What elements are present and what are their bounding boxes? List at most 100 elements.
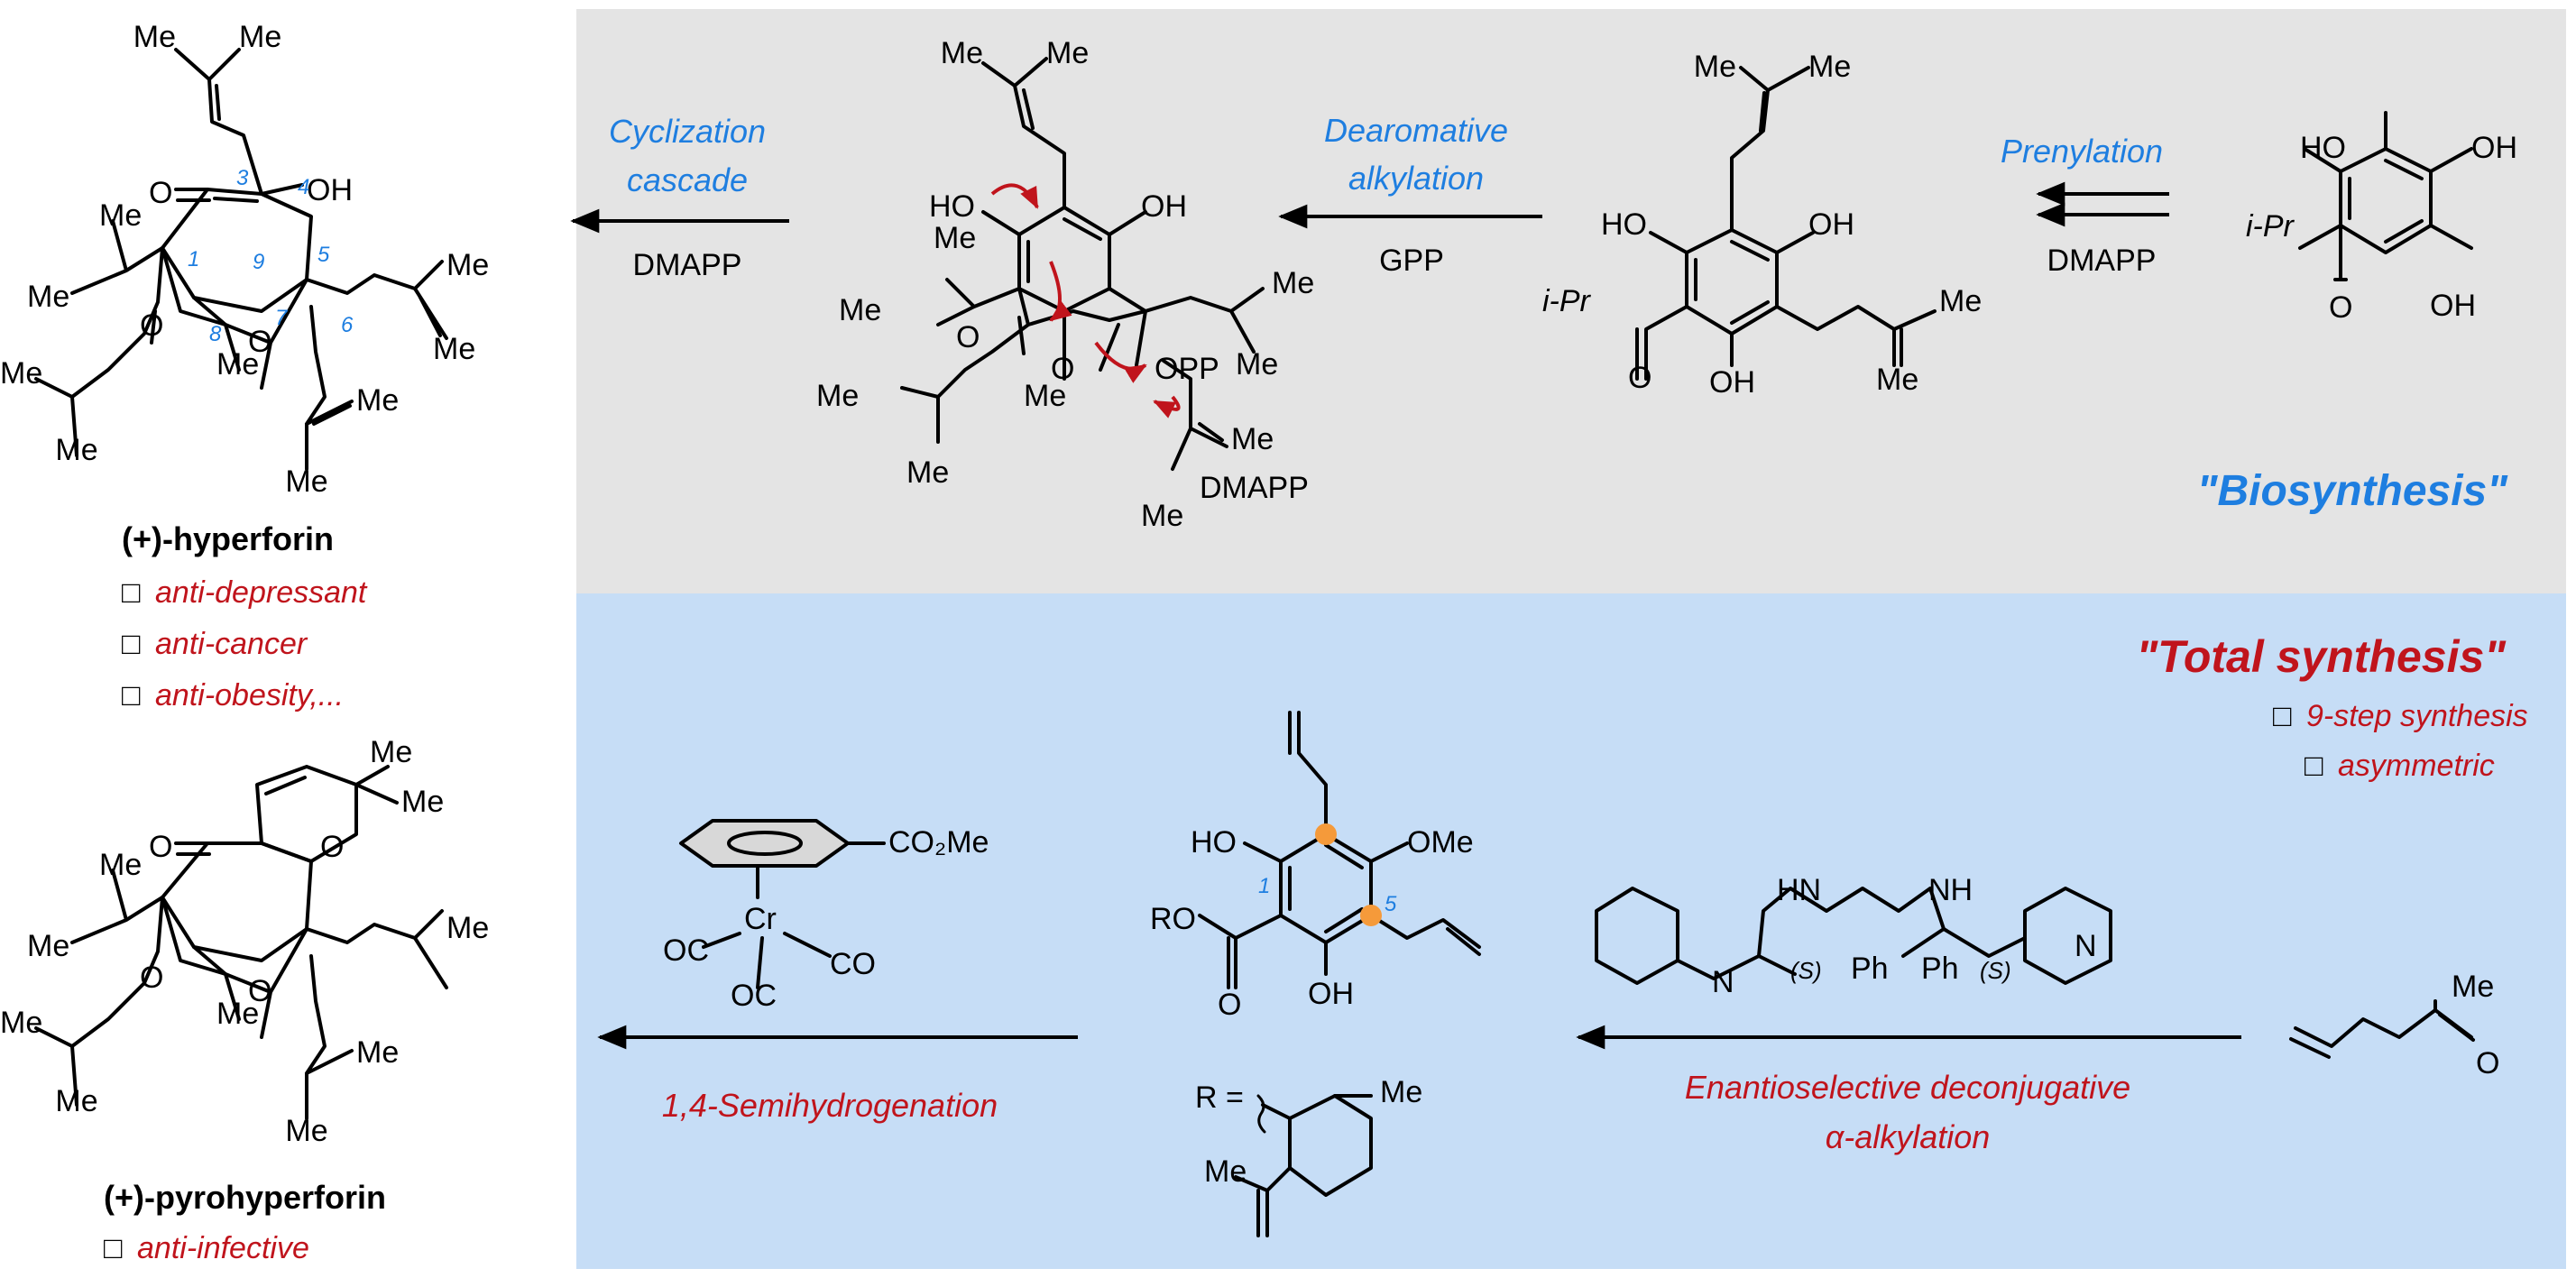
cyclization-label-1: Cyclization (609, 113, 766, 150)
int-me-ipr-top: Me (934, 221, 976, 255)
intermediate-structure (900, 57, 1265, 471)
hyperforin-structure (34, 48, 448, 471)
int-dmapp-me-bottom: Me (1141, 499, 1183, 533)
ester-c5-dot (1360, 905, 1382, 926)
prenyl-oh-bottom: OH (1709, 365, 1755, 400)
cr-co2me: CO₂Me (888, 825, 989, 860)
phf-me-prenyl-right: Me (446, 911, 489, 945)
diamine-hn: HN (1777, 873, 1821, 907)
biosynthesis-panel (576, 9, 2566, 593)
int-o-acyl: O (956, 320, 980, 354)
menthyl-r-eq: R = (1195, 1080, 1244, 1115)
menthyl-structure (1234, 1094, 1373, 1237)
hf-me-top-left: Me (133, 20, 176, 54)
diamine-ph-left: Ph (1851, 952, 1889, 986)
int-me-right-bottom: Me (1236, 347, 1278, 382)
phloroglucinol-oh-right: OH (2471, 131, 2517, 165)
phf-o-acyl: O (140, 961, 163, 995)
prenyl-me1: Me (1694, 50, 1736, 84)
hf-o-ketone: O (149, 176, 172, 210)
hf-me-ipr-left: Me (27, 280, 69, 314)
hf-num-1: 1 (188, 247, 199, 271)
phf-me-ipr-top: Me (99, 848, 142, 882)
prenyl-o: O (1628, 361, 1651, 395)
intermediate-labels: Me Me HO OH Me Me O Me Me Me Me Me O OPP… (816, 36, 1314, 533)
phf-me-ipr-left: Me (27, 929, 69, 963)
alkylation-label-2: α-alkylation (1826, 1118, 1991, 1155)
hf-num-5: 5 (317, 243, 330, 267)
phf-me-c8: Me (216, 997, 259, 1031)
phloroglucinol-ho: HO (2300, 131, 2346, 165)
phloroglucinol-oh-bottom: OH (2430, 289, 2476, 323)
ester-structure (1198, 711, 1481, 989)
phf-activity-1: anti-infective (137, 1231, 309, 1265)
hf-bullet-2: □ (122, 627, 141, 661)
cr-co-right: CO (830, 947, 876, 981)
hexenone-structure (2289, 999, 2475, 1059)
int-ho: HO (929, 189, 975, 224)
hyperforin-labels: Me Me OH O Me Me O Me Me Me O Me Me Me M… (0, 20, 489, 713)
phf-me-prenyl-c6-bottom: Me (285, 1114, 327, 1148)
pyrohyperforin-structure (34, 765, 448, 1120)
diamine-s-right: (S) (1980, 957, 2011, 984)
hf-num-8: 8 (209, 322, 222, 346)
hf-me-top-right: Me (239, 20, 281, 54)
phf-me-prenyl-left-bottom: Me (55, 1084, 97, 1118)
ester-labels: HO OMe RO O OH 1 5 (1150, 825, 1474, 1022)
prenyl-me2: Me (1808, 50, 1851, 84)
chromium-labels: CO₂Me Cr OC OC CO (663, 825, 989, 1013)
diamine-n-right: N (2075, 929, 2097, 963)
prenylated-phloroglucinol-structure (1635, 66, 1937, 381)
phloroglucinol-labels: HO OH OH i-Pr O (2246, 131, 2517, 325)
pyrohyperforin-labels: Me Me O O Me Me O Me Me Me O Me Me Me (+… (0, 735, 489, 1265)
total-synthesis-title: "Total synthesis" (2136, 631, 2507, 682)
phf-o-c7: O (248, 974, 271, 1008)
ts-bullet-2: □ (2305, 749, 2323, 783)
prenyl-me4: Me (1876, 363, 1918, 397)
hexenone-me: Me (2452, 970, 2494, 1004)
diamine-n-left: N (1712, 965, 1734, 999)
alkylation-label-1: Enantioselective deconjugative (1685, 1069, 2130, 1106)
cyclization-reagent: DMAPP (633, 248, 742, 282)
hf-activity-2: anti-cancer (155, 627, 308, 661)
hf-bullet-3: □ (122, 678, 141, 713)
ester-c1-dot (1315, 823, 1337, 845)
dearomative-label-1: Dearomative (1324, 112, 1508, 149)
int-opp: OPP (1155, 352, 1219, 386)
phloroglucinol-o: O (2329, 290, 2352, 325)
biosynthesis-title: "Biosynthesis" (2197, 467, 2509, 515)
ester-ome: OMe (1407, 825, 1474, 860)
hf-num-6: 6 (341, 313, 354, 337)
hf-me-c8: Me (216, 347, 259, 382)
hf-num-4: 4 (298, 175, 309, 199)
cr-oc-bottom: OC (731, 979, 777, 1013)
prenyl-oh-right: OH (1808, 207, 1854, 242)
int-me-right-top: Me (1272, 266, 1314, 300)
cr-atom: Cr (744, 902, 777, 936)
prenyl-me3: Me (1939, 284, 1982, 318)
phf-me-gem-top: Me (370, 735, 412, 769)
phf-me-gem-right: Me (401, 785, 444, 819)
int-oh: OH (1141, 189, 1187, 224)
dearomative-label-2: alkylation (1348, 160, 1484, 197)
semihydrogenation-label: 1,4-Semihydrogenation (662, 1087, 998, 1124)
int-me-prenyl-bottom: Me (906, 455, 949, 490)
hf-me-prenyl-c6-top: Me (356, 383, 399, 418)
diamine-ph-right: Ph (1921, 952, 1959, 986)
ts-feature-2: asymmetric (2338, 749, 2495, 783)
diamine-labels: HN NH N N (S) (S) Ph Ph (1712, 873, 2097, 999)
phf-o-ring: O (320, 830, 344, 864)
int-dmapp-label: DMAPP (1200, 471, 1309, 505)
hf-activity-3: anti-obesity,... (155, 678, 344, 713)
ester-o: O (1218, 988, 1241, 1022)
prenylation-label: Prenylation (2001, 133, 2163, 170)
menthyl-me-top: Me (1380, 1075, 1422, 1109)
ts-bullet-1: □ (2273, 699, 2292, 733)
phloroglucinol-ipr: i-Pr (2246, 209, 2295, 244)
hf-num-9: 9 (253, 250, 264, 274)
phf-me-prenyl-left-top: Me (0, 1006, 42, 1040)
int-me-prenyl-top: Me (816, 379, 859, 413)
chromium-structure (679, 819, 886, 989)
total-synthesis-panel (576, 593, 2566, 1269)
